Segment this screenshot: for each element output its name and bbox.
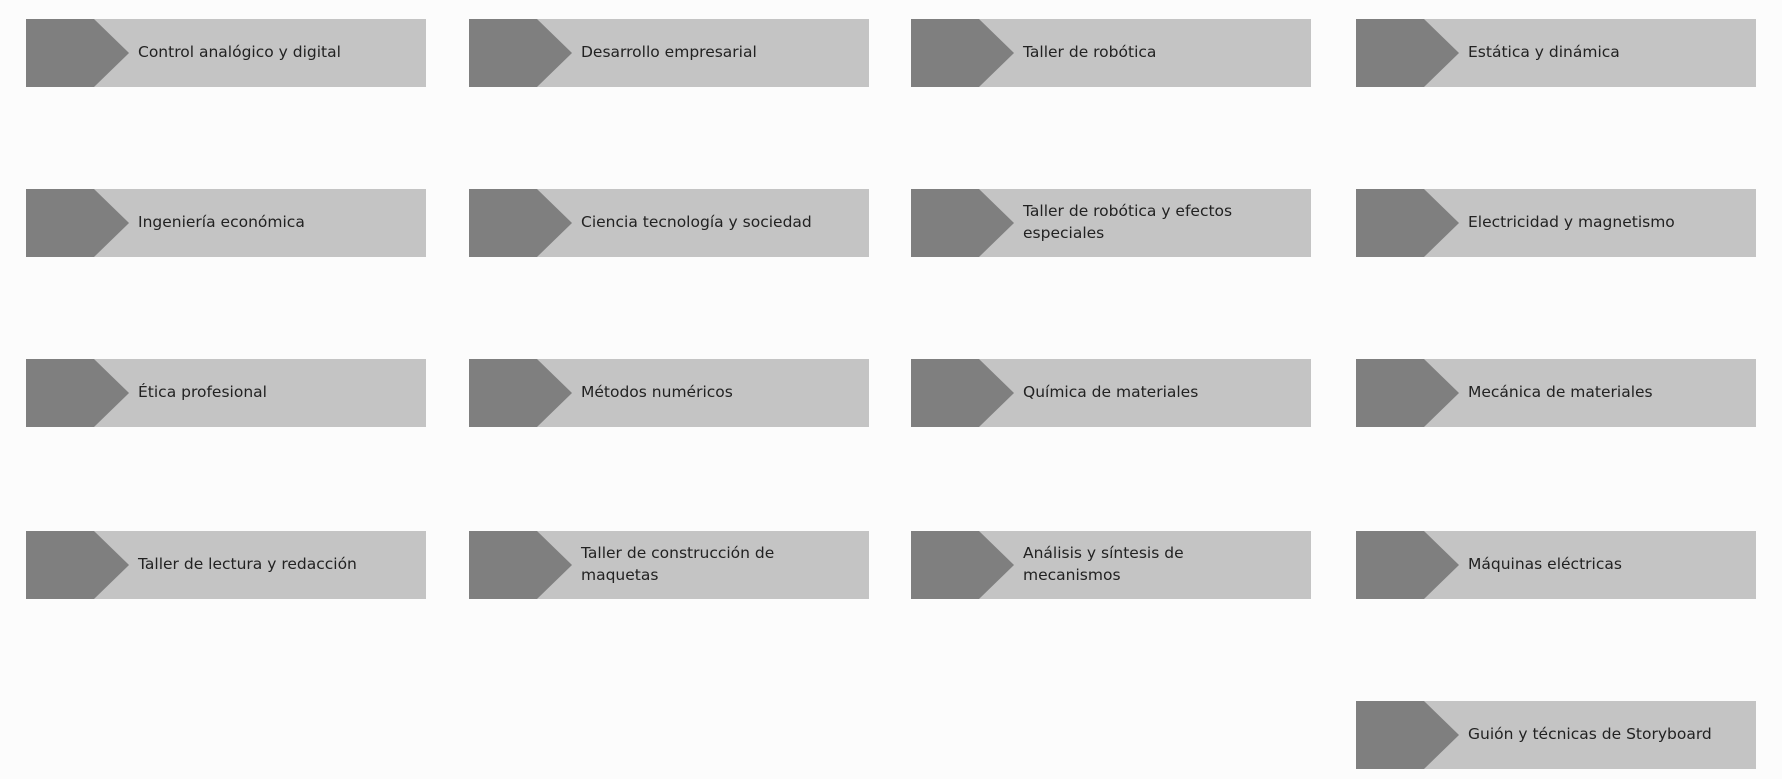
course-card[interactable]: Taller de lectura y redacción <box>26 531 426 599</box>
chevron-arrow-icon <box>1356 19 1459 87</box>
course-card[interactable]: Taller de robótica <box>911 19 1311 87</box>
chevron-arrow-icon <box>469 19 572 87</box>
chevron-arrow-icon <box>1356 531 1459 599</box>
chevron-arrow-icon <box>26 359 129 427</box>
course-card[interactable]: Métodos numéricos <box>469 359 869 427</box>
course-label: Máquinas eléctricas <box>1468 555 1622 574</box>
course-card[interactable]: Ingeniería económica <box>26 189 426 257</box>
course-card[interactable]: Análisis y síntesis de mecanismos <box>911 531 1311 599</box>
course-label: Ciencia tecnología y sociedad <box>581 213 812 232</box>
chevron-arrow-icon <box>911 19 1014 87</box>
course-label: Estática y dinámica <box>1468 43 1620 62</box>
course-label: Ética profesional <box>138 383 267 402</box>
chevron-arrow-icon <box>469 359 572 427</box>
chevron-arrow-icon <box>1356 701 1459 769</box>
course-label: Taller de robótica y efectos especiales <box>1023 202 1233 242</box>
course-card[interactable]: Desarrollo empresarial <box>469 19 869 87</box>
chevron-arrow-icon <box>26 19 129 87</box>
course-label: Taller de robótica <box>1023 43 1157 62</box>
course-label: Ingeniería económica <box>138 213 305 232</box>
course-label: Química de materiales <box>1023 383 1199 402</box>
chevron-arrow-icon <box>911 189 1014 257</box>
course-card[interactable]: Guión y técnicas de Storyboard <box>1356 701 1756 769</box>
course-card[interactable]: Ciencia tecnología y sociedad <box>469 189 869 257</box>
course-label: Control analógico y digital <box>138 43 341 62</box>
chevron-arrow-icon <box>911 359 1014 427</box>
course-label: Mecánica de materiales <box>1468 383 1653 402</box>
course-label: Métodos numéricos <box>581 383 733 402</box>
chevron-arrow-icon <box>911 531 1014 599</box>
course-card[interactable]: Control analógico y digital <box>26 19 426 87</box>
chevron-arrow-icon <box>469 531 572 599</box>
chevron-arrow-icon <box>1356 189 1459 257</box>
course-card[interactable]: Estática y dinámica <box>1356 19 1756 87</box>
course-label: Electricidad y magnetismo <box>1468 213 1675 232</box>
course-card[interactable]: Química de materiales <box>911 359 1311 427</box>
course-card[interactable]: Taller de robótica y efectos especiales <box>911 189 1311 257</box>
course-card[interactable]: Electricidad y magnetismo <box>1356 189 1756 257</box>
chevron-arrow-icon <box>469 189 572 257</box>
course-label: Taller de construcción de maquetas <box>581 544 775 584</box>
course-card[interactable]: Taller de construcción de maquetas <box>469 531 869 599</box>
course-label: Taller de lectura y redacción <box>138 555 357 574</box>
course-label: Guión y técnicas de Storyboard <box>1468 725 1712 744</box>
course-card[interactable]: Ética profesional <box>26 359 426 427</box>
course-card[interactable]: Mecánica de materiales <box>1356 359 1756 427</box>
course-card[interactable]: Máquinas eléctricas <box>1356 531 1756 599</box>
course-label: Análisis y síntesis de mecanismos <box>1023 544 1184 584</box>
chevron-arrow-icon <box>26 531 129 599</box>
course-label: Desarrollo empresarial <box>581 43 757 62</box>
chevron-arrow-icon <box>1356 359 1459 427</box>
chevron-arrow-icon <box>26 189 129 257</box>
